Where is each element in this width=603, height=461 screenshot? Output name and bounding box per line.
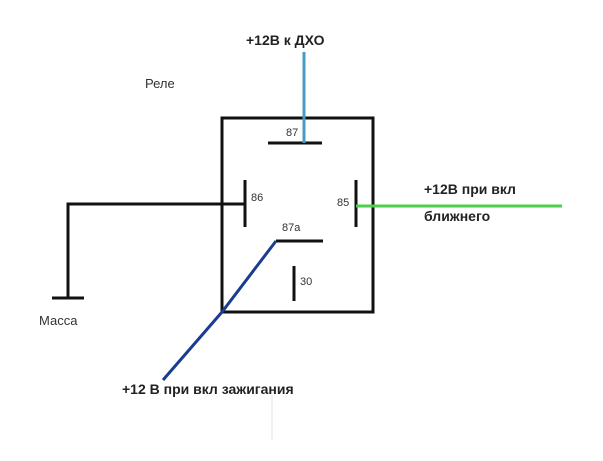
ignition-label: +12 В при вкл зажигания [122,381,294,397]
relay-label: Реле [145,76,175,91]
pin-87a-label: 87a [282,222,301,234]
low-beam-label-line1: +12В при вкл [424,181,516,197]
pin-87-label: 87 [286,127,298,139]
pin-86-label: 86 [251,192,263,204]
ground-label: Масса [39,313,78,328]
relay-box [220,116,375,314]
pin-30-label: 30 [300,276,312,288]
pin-85-label: 85 [337,197,349,209]
low-beam-label-line2: ближнего [424,208,490,224]
ignition-wire [161,240,278,381]
drl-supply-label: +12В к ДХО [246,32,325,48]
ground-wire [66,202,245,297]
